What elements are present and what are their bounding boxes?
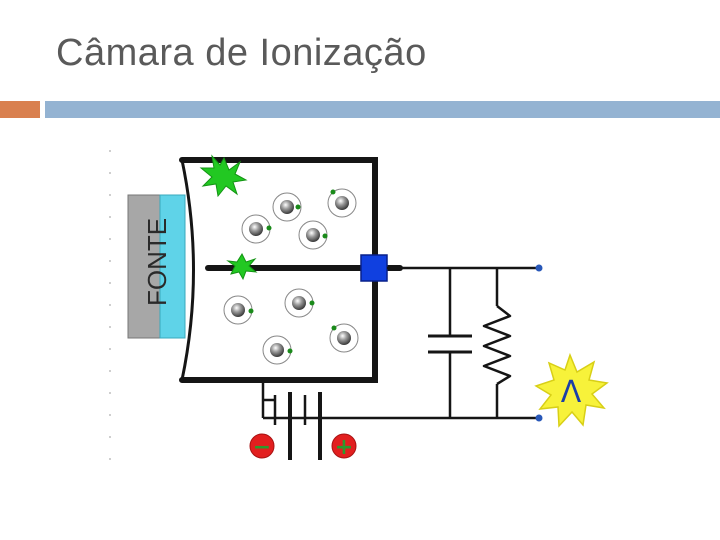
ion-pair-icon: [262, 335, 293, 365]
accent-bar-blue: [45, 101, 720, 118]
radiation-burst-icon: [199, 154, 248, 198]
radiation-source: FONTE: [127, 194, 186, 339]
meter-flash-icon: Λ: [534, 352, 609, 428]
ion-pair-icon: [284, 288, 315, 318]
capacitor-symbol: [428, 334, 472, 354]
battery-symbol: [263, 392, 322, 460]
radiation-burst-small-icon: [226, 252, 258, 281]
output-terminal-top: [535, 264, 543, 272]
ion-pair-icon: [327, 188, 357, 218]
accent-bar-orange: [0, 101, 40, 118]
battery-positive-icon: +: [331, 433, 357, 460]
output-terminal-bottom: [535, 414, 543, 422]
resistor-symbol: [482, 305, 512, 386]
battery-negative-icon: −: [249, 433, 275, 460]
ion-pair-icon: [272, 192, 302, 222]
ion-pair-icon: [223, 295, 254, 325]
meter-symbol: Λ: [561, 375, 582, 410]
circuit-wiring: [261, 266, 538, 420]
battery-positive-label: +: [335, 435, 353, 460]
source-label: FONTE: [142, 218, 172, 306]
ion-pair-icon: [298, 220, 328, 250]
battery-negative-label: −: [253, 435, 271, 460]
electrode-terminal: [360, 254, 388, 282]
slide-title: Câmara de Ionização: [56, 32, 427, 74]
ion-pair-icon: [329, 323, 359, 353]
ion-pair-icon: [241, 214, 272, 244]
